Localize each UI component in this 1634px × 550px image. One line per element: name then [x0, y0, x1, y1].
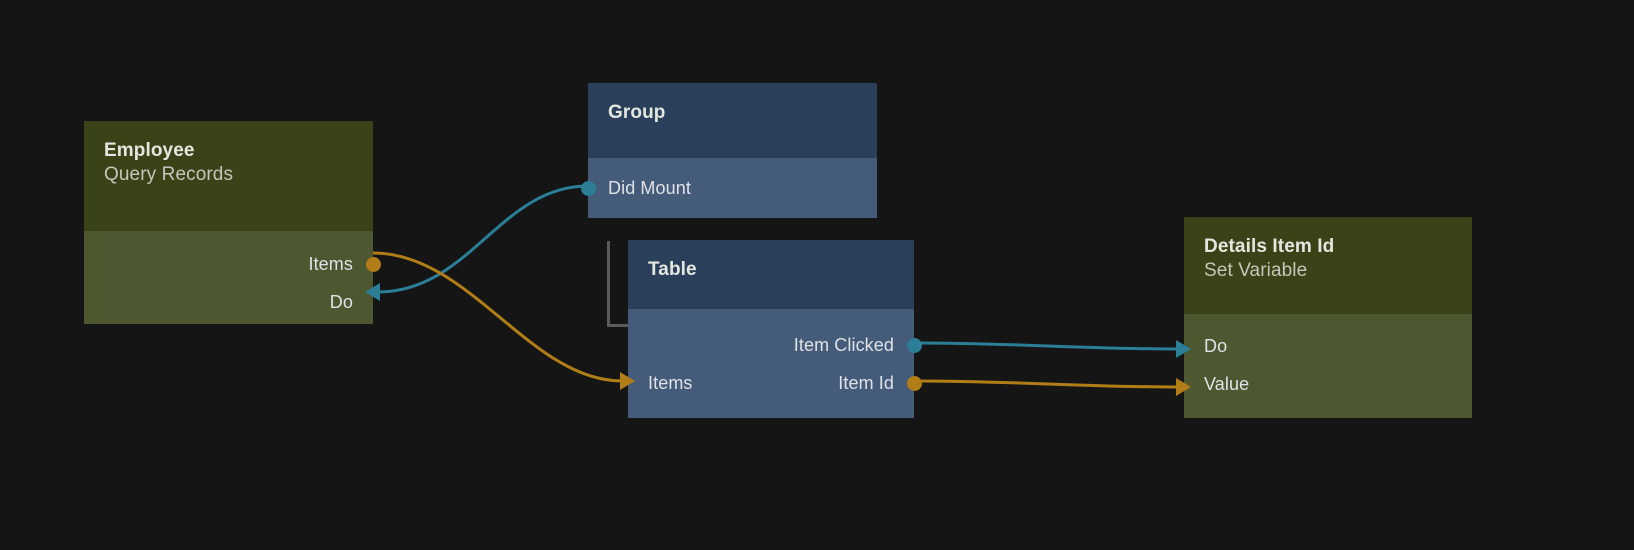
port-details-do-label: Do — [1204, 335, 1228, 356]
port-table-items-label: Items — [648, 372, 693, 393]
node-details-item-id-subtitle: Set Variable — [1204, 260, 1308, 282]
port-table-items-and-item-id[interactable]: Items Item Id — [628, 364, 922, 402]
port-table-item-id-label: Item Id — [838, 372, 894, 393]
port-dot-icon-table-item-clicked[interactable] — [906, 337, 922, 353]
port-group-did-mount-label: Did Mount — [608, 177, 691, 198]
port-employee-items[interactable]: Items — [84, 245, 381, 283]
node-table-header: Table — [628, 240, 914, 309]
port-details-do[interactable]: Do — [1184, 327, 1472, 365]
edge-group-didmount-to-employee-do[interactable] — [377, 184, 589, 294]
node-table-title: Table — [648, 259, 697, 280]
node-employee-header: Employee Query Records — [84, 121, 373, 231]
edge-table-itemid-to-details-value[interactable] — [913, 379, 1179, 389]
node-details-item-id-header: Details Item Id Set Variable — [1184, 217, 1472, 314]
node-employee[interactable]: Employee Query Records Items Do — [84, 121, 381, 324]
node-employee-title: Employee — [104, 140, 195, 161]
node-employee-body: Items Do — [84, 231, 381, 324]
port-employee-do-label: Do — [329, 291, 353, 312]
port-table-item-clicked-label: Item Clicked — [793, 334, 894, 355]
node-employee-subtitle: Query Records — [104, 164, 234, 186]
edge-table-itemclicked-to-details-do[interactable] — [913, 341, 1179, 351]
node-group-title: Group — [608, 102, 666, 123]
edge-employee-items-to-table-items[interactable] — [372, 251, 623, 383]
port-dot-icon-group-did-mount[interactable] — [580, 180, 596, 196]
port-details-value[interactable]: Value — [1184, 365, 1472, 403]
port-table-item-clicked[interactable]: Item Clicked — [628, 326, 922, 364]
port-dot-icon-table-item-id[interactable] — [906, 375, 922, 391]
port-group-did-mount[interactable]: Did Mount — [580, 169, 877, 207]
port-dot-icon-employee-items[interactable] — [365, 256, 381, 272]
port-employee-items-label: Items — [308, 253, 353, 274]
port-details-value-label: Value — [1204, 373, 1250, 394]
node-table-body: Item Clicked Items Item Id — [628, 309, 922, 418]
group-child-bracket-icon — [607, 241, 629, 327]
node-details-item-id-title: Details Item Id — [1204, 236, 1335, 257]
node-group[interactable]: Group Did Mount — [580, 83, 877, 218]
node-details-item-id[interactable]: Details Item Id Set Variable Do Value — [1184, 217, 1472, 418]
node-group-body: Did Mount — [580, 158, 877, 218]
node-group-header: Group — [588, 83, 877, 158]
node-details-item-id-body: Do Value — [1184, 314, 1472, 418]
port-employee-do[interactable]: Do — [84, 283, 373, 321]
node-table[interactable]: Table Item Clicked Items Item Id — [628, 240, 922, 418]
